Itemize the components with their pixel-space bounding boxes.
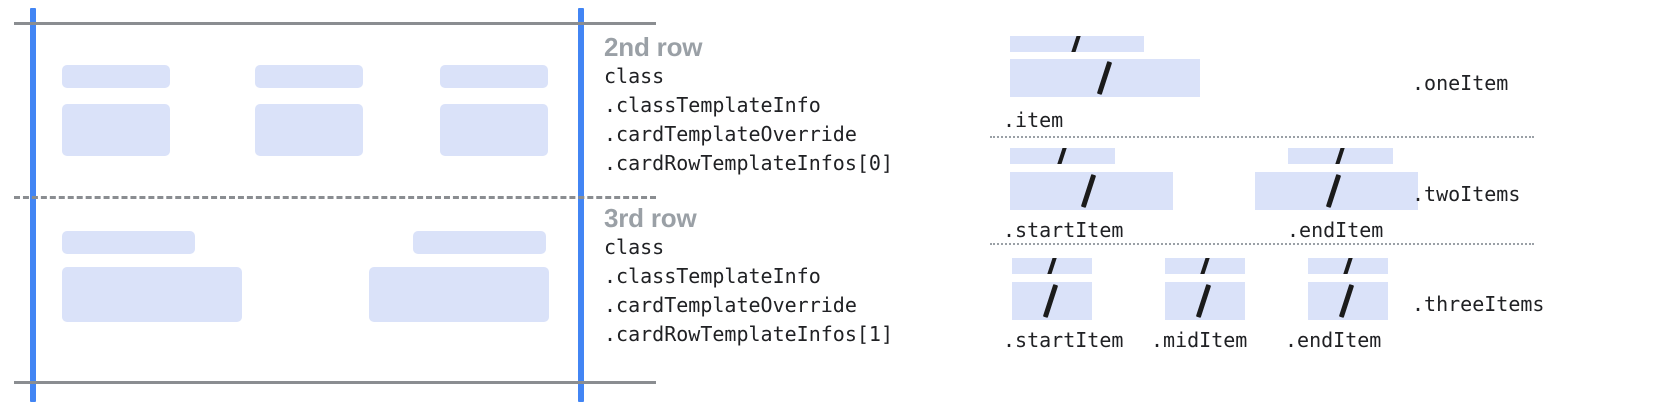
two-items-start-top-bar <box>1010 148 1115 164</box>
one-item-body <box>1010 59 1200 97</box>
three-items-start-body <box>1012 282 1092 320</box>
cell-2-body-placeholder <box>255 104 363 156</box>
slash-mark-icon <box>1334 148 1346 164</box>
one-item-label: .item <box>1003 108 1064 132</box>
row-3-code-line-1: class <box>604 235 665 259</box>
one-item-variant-label: .oneItem <box>1412 71 1509 95</box>
row-3-annotation: 3rd row class .classTemplateInfo .cardTe… <box>604 203 893 349</box>
cell-1-body-placeholder <box>62 104 170 156</box>
row-3-title: 3rd row <box>604 203 697 233</box>
card-left-edge-guide <box>30 8 36 402</box>
card-top-border <box>14 22 656 25</box>
slash-mark-icon <box>1070 36 1082 52</box>
card-right-edge-guide <box>578 8 584 402</box>
row-2-title: 2nd row <box>604 32 703 62</box>
slash-mark-icon <box>1342 258 1354 274</box>
slash-mark-icon <box>1056 148 1068 164</box>
row-2-code-line-3: .cardTemplateOverride <box>604 122 857 146</box>
three-items-variant-label: .threeItems <box>1412 292 1545 316</box>
cell-5-title-placeholder <box>413 231 546 254</box>
cell-1-title-placeholder <box>62 65 170 88</box>
slash-mark-icon <box>1096 61 1113 95</box>
row-3-code-line-4: .cardRowTemplateInfos[1] <box>604 322 893 346</box>
slash-mark-icon <box>1046 258 1058 274</box>
row-divider-dashed <box>14 196 656 199</box>
slash-mark-icon <box>1325 174 1342 208</box>
slash-mark-icon <box>1338 284 1355 318</box>
three-items-mid-top-bar <box>1165 258 1245 274</box>
cell-2-title-placeholder <box>255 65 363 88</box>
three-items-mid-body <box>1165 282 1245 320</box>
three-items-start-label: .startItem <box>1003 328 1124 352</box>
slash-mark-icon <box>1080 174 1097 208</box>
slash-mark-icon <box>1199 258 1211 274</box>
cell-5-body-placeholder <box>369 267 549 322</box>
card-bottom-border <box>14 381 656 384</box>
three-items-end-top-bar <box>1308 258 1388 274</box>
row-3-code-line-2: .classTemplateInfo <box>604 264 821 288</box>
two-items-end-label: .endItem <box>1287 218 1384 242</box>
three-items-end-label: .endItem <box>1285 328 1382 352</box>
one-item-top-bar <box>1010 36 1144 52</box>
row-2-code-line-1: class <box>604 64 665 88</box>
cell-4-body-placeholder <box>62 267 242 322</box>
cell-3-title-placeholder <box>440 65 548 88</box>
slash-mark-icon <box>1042 284 1059 318</box>
two-items-start-body <box>1010 172 1173 210</box>
two-items-end-body <box>1255 172 1418 210</box>
two-items-end-top-bar <box>1288 148 1393 164</box>
row-2-annotation: 2nd row class .classTemplateInfo .cardTe… <box>604 32 893 178</box>
two-items-start-label: .startItem <box>1003 218 1124 242</box>
two-items-variant-label: .twoItems <box>1412 182 1521 206</box>
row-3-code-line-3: .cardTemplateOverride <box>604 293 857 317</box>
cell-4-title-placeholder <box>62 231 195 254</box>
row-2-code-line-2: .classTemplateInfo <box>604 93 821 117</box>
item-layout-separator-2 <box>990 243 1534 245</box>
row-2-code-line-4: .cardRowTemplateInfos[0] <box>604 151 893 175</box>
three-items-end-body <box>1308 282 1388 320</box>
item-layout-separator-1 <box>990 136 1534 138</box>
slash-mark-icon <box>1195 284 1212 318</box>
three-items-start-top-bar <box>1012 258 1092 274</box>
cell-3-body-placeholder <box>440 104 548 156</box>
three-items-mid-label: .midItem <box>1151 328 1248 352</box>
